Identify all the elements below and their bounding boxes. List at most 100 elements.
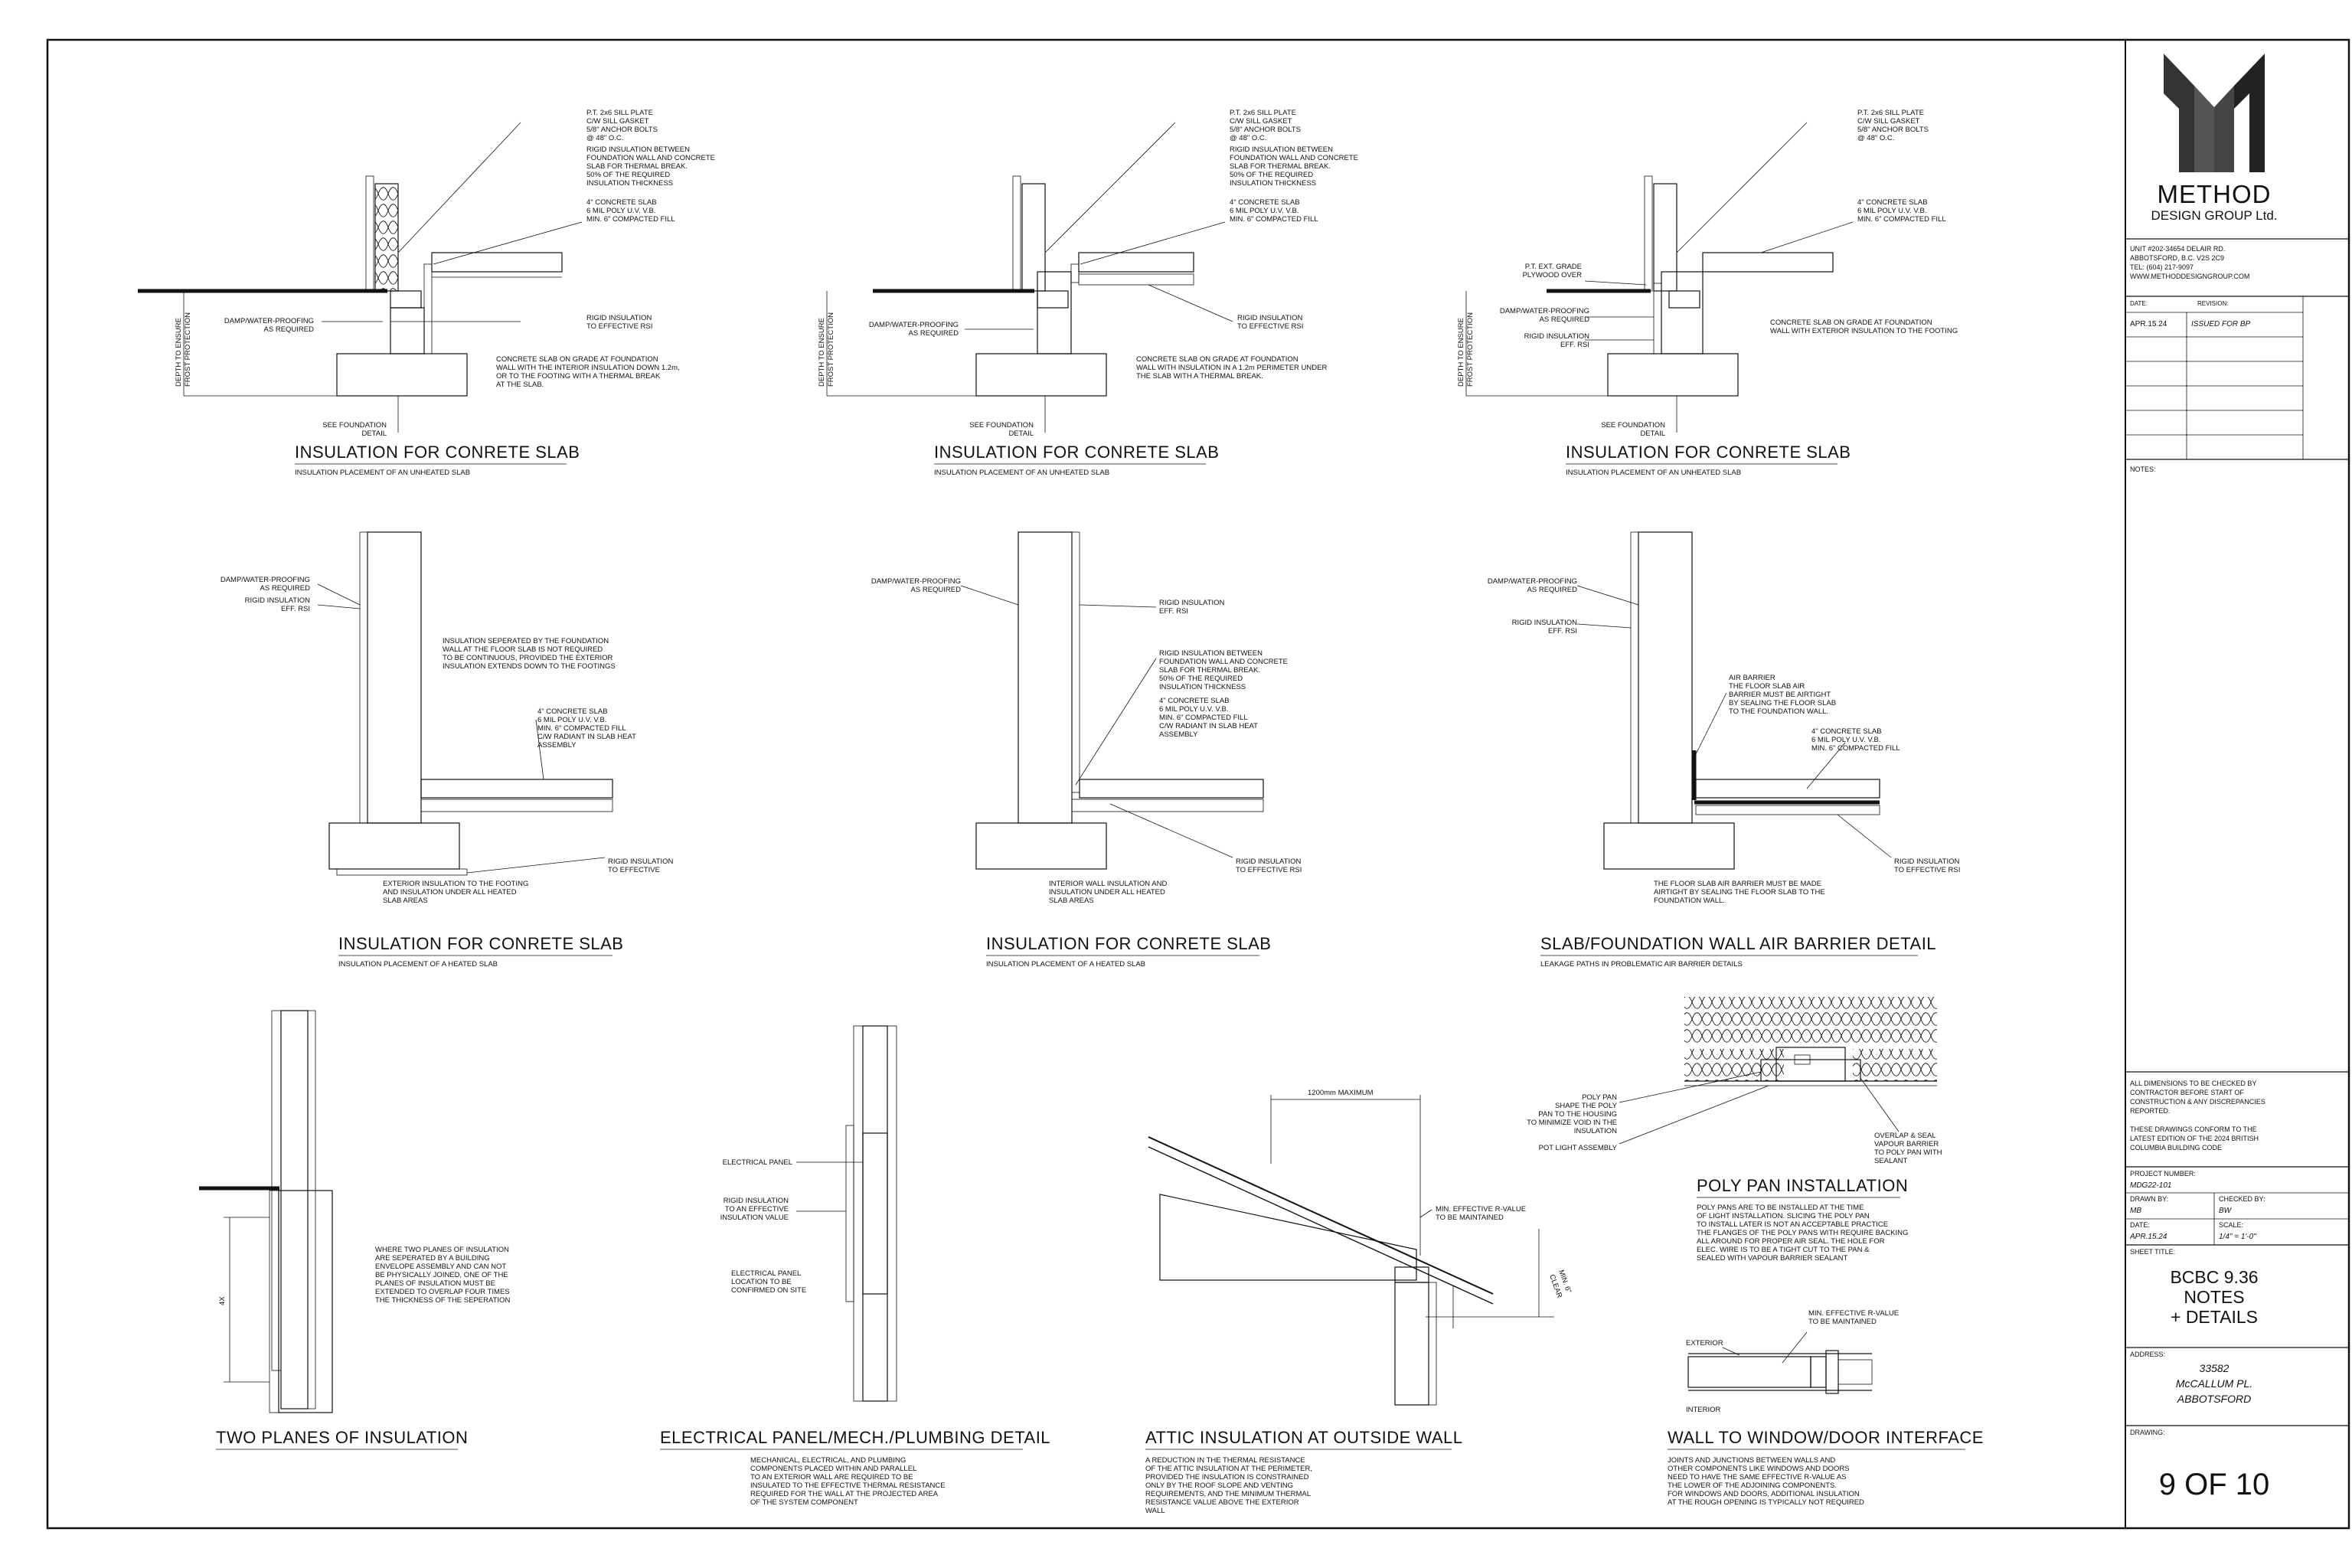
- callout: TO EFFECTIVE RSI: [1236, 866, 1302, 874]
- drawing-number: 9 OF 10: [2159, 1468, 2270, 1501]
- note-line: THE FLANGES OF THE POLY PANS WITH REQUIR…: [1697, 1229, 1908, 1237]
- note-line: THE LOWER OF THE ADJOINING COMPONENTS.: [1668, 1481, 1837, 1490]
- code-note-line: LATEST EDITION OF THE 2024 BRITISH: [2130, 1135, 2259, 1142]
- callout: WALL AT THE FLOOR SLAB IS NOT REQUIRED: [443, 645, 603, 654]
- callout: TO EFFECTIVE RSI: [586, 322, 652, 331]
- callout: AND INSULATION UNDER ALL HEATED: [383, 888, 517, 897]
- detail-subtitle: LEAKAGE PATHS IN PROBLEMATIC AIR BARRIER…: [1540, 960, 1743, 969]
- callout: ELECTRICAL PANEL: [723, 1158, 792, 1167]
- note-line: TO INSTALL LATER IS NOT AN ACCEPTABLE PR…: [1697, 1220, 1888, 1229]
- detail-slab-air-barrier: DAMP/WATER-PROOFING AS REQUIRED RIGID IN…: [1488, 531, 1960, 969]
- callout: OVERLAP & SEAL: [1874, 1132, 1936, 1140]
- detail-unheated-slab-interior-insulation: P.T. 2x6 SILL PLATE C/W SILL GASKET 5/8"…: [138, 109, 715, 477]
- callout: C/W SILL GASKET: [1857, 117, 1920, 126]
- callout: AIR BARRIER: [1729, 674, 1775, 682]
- callout: DAMP/WATER-PROOFING: [869, 321, 959, 329]
- callout: RIGID INSULATION BETWEEN: [586, 145, 690, 154]
- callout: CONCRETE SLAB ON GRADE AT FOUNDATION: [1770, 318, 1932, 327]
- scale-label: SCALE:: [2219, 1221, 2243, 1229]
- date-label: DATE:: [2130, 1221, 2150, 1229]
- callout: SHAPE THE POLY: [1555, 1102, 1618, 1110]
- callout: DETAIL: [1008, 430, 1034, 438]
- callout: 4X: [218, 1296, 227, 1305]
- drawn-by-label: DRAWN BY:: [2130, 1195, 2168, 1203]
- callout: AIRTIGHT BY SEALING THE FLOOR SLAB TO TH…: [1654, 888, 1825, 897]
- callout: FOUNDATION WALL AND CONCRETE: [586, 154, 715, 162]
- detail-subtitle: INSULATION PLACEMENT OF AN UNHEATED SLAB: [1566, 469, 1741, 477]
- sheet-title-line: NOTES: [2184, 1287, 2244, 1307]
- callout: THE THICKNESS OF THE SEPERATION: [375, 1296, 510, 1305]
- callout: WALL WITH THE INTERIOR INSULATION DOWN 1…: [496, 364, 680, 372]
- callout: INTERIOR: [1686, 1406, 1721, 1414]
- note-line: POLY PANS ARE TO BE INSTALLED AT THE TIM…: [1697, 1204, 1864, 1212]
- callout: 6 MIL POLY U.V. V.B.: [586, 207, 655, 215]
- callout: 6 MIL POLY U.V. V.B.: [1159, 705, 1228, 714]
- callout: TO POLY PAN WITH: [1874, 1148, 1942, 1157]
- callout: 5/8" ANCHOR BOLTS: [1857, 126, 1929, 134]
- title-block: METHOD DESIGN GROUP Ltd. UNIT #202-34654…: [2125, 54, 2349, 1501]
- callout: TO BE MAINTAINED: [1436, 1214, 1504, 1222]
- address-label: ADDRESS:: [2130, 1351, 2165, 1358]
- callout: WALL WITH EXTERIOR INSULATION TO THE FOO…: [1770, 327, 1958, 335]
- callout: 6 MIL POLY U.V. V.B.: [537, 716, 606, 724]
- office-phone: TEL: (604) 217-9097: [2130, 263, 2194, 271]
- callout: EXTERIOR INSULATION TO THE FOOTING: [383, 880, 528, 888]
- callout: EFF. RSI: [281, 605, 310, 613]
- note-line: ALL AROUND FOR PROPER AIR SEAL. THE HOLE…: [1697, 1237, 1885, 1246]
- callout: FROST PROTECTION: [827, 312, 835, 387]
- callout: RIGID INSULATION: [1159, 599, 1224, 607]
- callout: TO BE MAINTAINED: [1808, 1318, 1877, 1326]
- sheet-title-line: BCBC 9.36: [2170, 1267, 2258, 1287]
- note-line: COMPONENTS PLACED WITHIN AND PARALLEL: [750, 1465, 916, 1473]
- callout: THE SLAB WITH A THERMAL BREAK.: [1136, 372, 1263, 381]
- detail-title: INSULATION FOR CONRETE SLAB: [934, 443, 1219, 462]
- callout: FOUNDATION WALL.: [1654, 897, 1725, 905]
- note-line: ELEC. WIRE IS TO BE A TIGHT CUT TO THE P…: [1697, 1246, 1870, 1254]
- callout: SLAB FOR THERMAL BREAK.: [1159, 666, 1260, 675]
- detail-title: INSULATION FOR CONRETE SLAB: [1566, 443, 1851, 462]
- detail-subtitle: INSULATION PLACEMENT OF AN UNHEATED SLAB: [934, 469, 1109, 477]
- note-line: RESISTANCE VALUE ABOVE THE EXTERIOR: [1145, 1498, 1299, 1507]
- callout: THE FLOOR SLAB AIR BARRIER MUST BE MADE: [1654, 880, 1821, 888]
- sheet-title-line: + DETAILS: [2171, 1307, 2258, 1327]
- detail-heated-slab-interior-insulation: DAMP/WATER-PROOFING AS REQUIRED RIGID IN…: [871, 531, 1302, 969]
- detail-title: POLY PAN INSTALLATION: [1697, 1176, 1908, 1195]
- callout: TO BE CONTINUOUS, PROVIDED THE EXTERIOR: [443, 654, 613, 662]
- callout: MIN. 6" COMPACTED FILL: [1811, 744, 1900, 753]
- callout: MIN. EFFECTIVE R-VALUE: [1436, 1205, 1526, 1214]
- callout: POLY PAN: [1582, 1093, 1617, 1102]
- callout: P.T. 2x6 SILL PLATE: [586, 109, 653, 117]
- drawn-by: MB: [2130, 1207, 2141, 1215]
- callout: P.T. EXT. GRADE: [1525, 263, 1582, 271]
- callout: TO EFFECTIVE RSI: [1237, 322, 1303, 331]
- note-line: ONLY BY THE ROOF SLOPE AND VENTING: [1145, 1481, 1293, 1490]
- callout: DETAIL: [1640, 430, 1665, 438]
- callout: @ 48" O.C.: [586, 134, 623, 142]
- callout: INSULATION SEPERATED BY THE FOUNDATION: [443, 637, 609, 645]
- revision-label: REVISION:: [2197, 300, 2228, 307]
- detail-unheated-slab-perimeter-insulation: P.T. 2x6 SILL PLATE C/W SILL GASKET 5/8"…: [818, 109, 1358, 477]
- detail-title: SLAB/FOUNDATION WALL AIR BARRIER DETAIL: [1540, 934, 1936, 953]
- callout: AS REQUIRED: [909, 329, 959, 338]
- callout: INSULATION THICKNESS: [1159, 683, 1246, 691]
- site-address-line: ABBOTSFORD: [2177, 1393, 2251, 1405]
- titleblock-frame: [2125, 39, 2350, 1529]
- callout: DEPTH TO ENSURE: [175, 318, 183, 387]
- callout: BARRIER MUST BE AIRTIGHT: [1729, 691, 1831, 699]
- sheet-title-label: SHEET TITLE:: [2130, 1248, 2175, 1256]
- callout: AS REQUIRED: [1527, 586, 1578, 594]
- note-line: INSULATED TO THE EFFECTIVE THERMAL RESIS…: [750, 1481, 946, 1490]
- callout: RIGID INSULATION: [245, 596, 310, 605]
- callout: SLAB FOR THERMAL BREAK.: [586, 162, 688, 171]
- sheet-date: APR.15.24: [2129, 1233, 2167, 1241]
- detail-title: INSULATION FOR CONRETE SLAB: [338, 934, 623, 953]
- callout: TO AN EFFECTIVE: [725, 1205, 789, 1214]
- callout: INSULATION VALUE: [720, 1214, 789, 1222]
- callout: ENVELOPE ASSEMBLY AND CAN NOT: [375, 1263, 506, 1271]
- callout: 50% OF THE REQUIRED: [586, 171, 670, 179]
- callout: 50% OF THE REQUIRED: [1230, 171, 1313, 179]
- detail-title: WALL TO WINDOW/DOOR INTERFACE: [1668, 1428, 1984, 1447]
- disclaimer-line: CONSTRUCTION & ANY DISCREPANCIES: [2130, 1098, 2265, 1106]
- detail-attic-insulation: 1200mm MAXIMUM MIN. EFFECTIVE R-VALUE TO…: [1145, 1089, 1573, 1515]
